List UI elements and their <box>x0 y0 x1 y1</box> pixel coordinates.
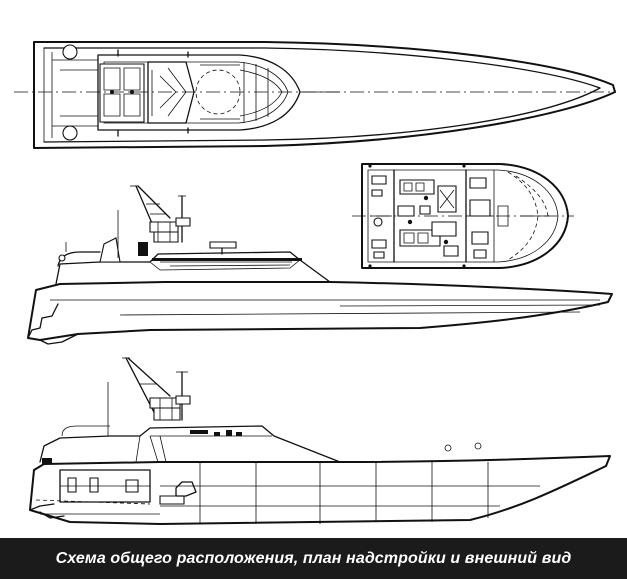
boat-line-drawing <box>0 0 627 538</box>
top-plan-view <box>14 42 616 148</box>
figure-caption-bar: Схема общего расположения, план надстрой… <box>0 538 627 579</box>
superstructure-deck-plan <box>352 164 574 268</box>
side-elevation-inboard-profile <box>28 186 612 344</box>
side-elevation-outboard-profile <box>30 358 610 524</box>
figure-caption: Схема общего расположения, план надстрой… <box>55 549 572 567</box>
